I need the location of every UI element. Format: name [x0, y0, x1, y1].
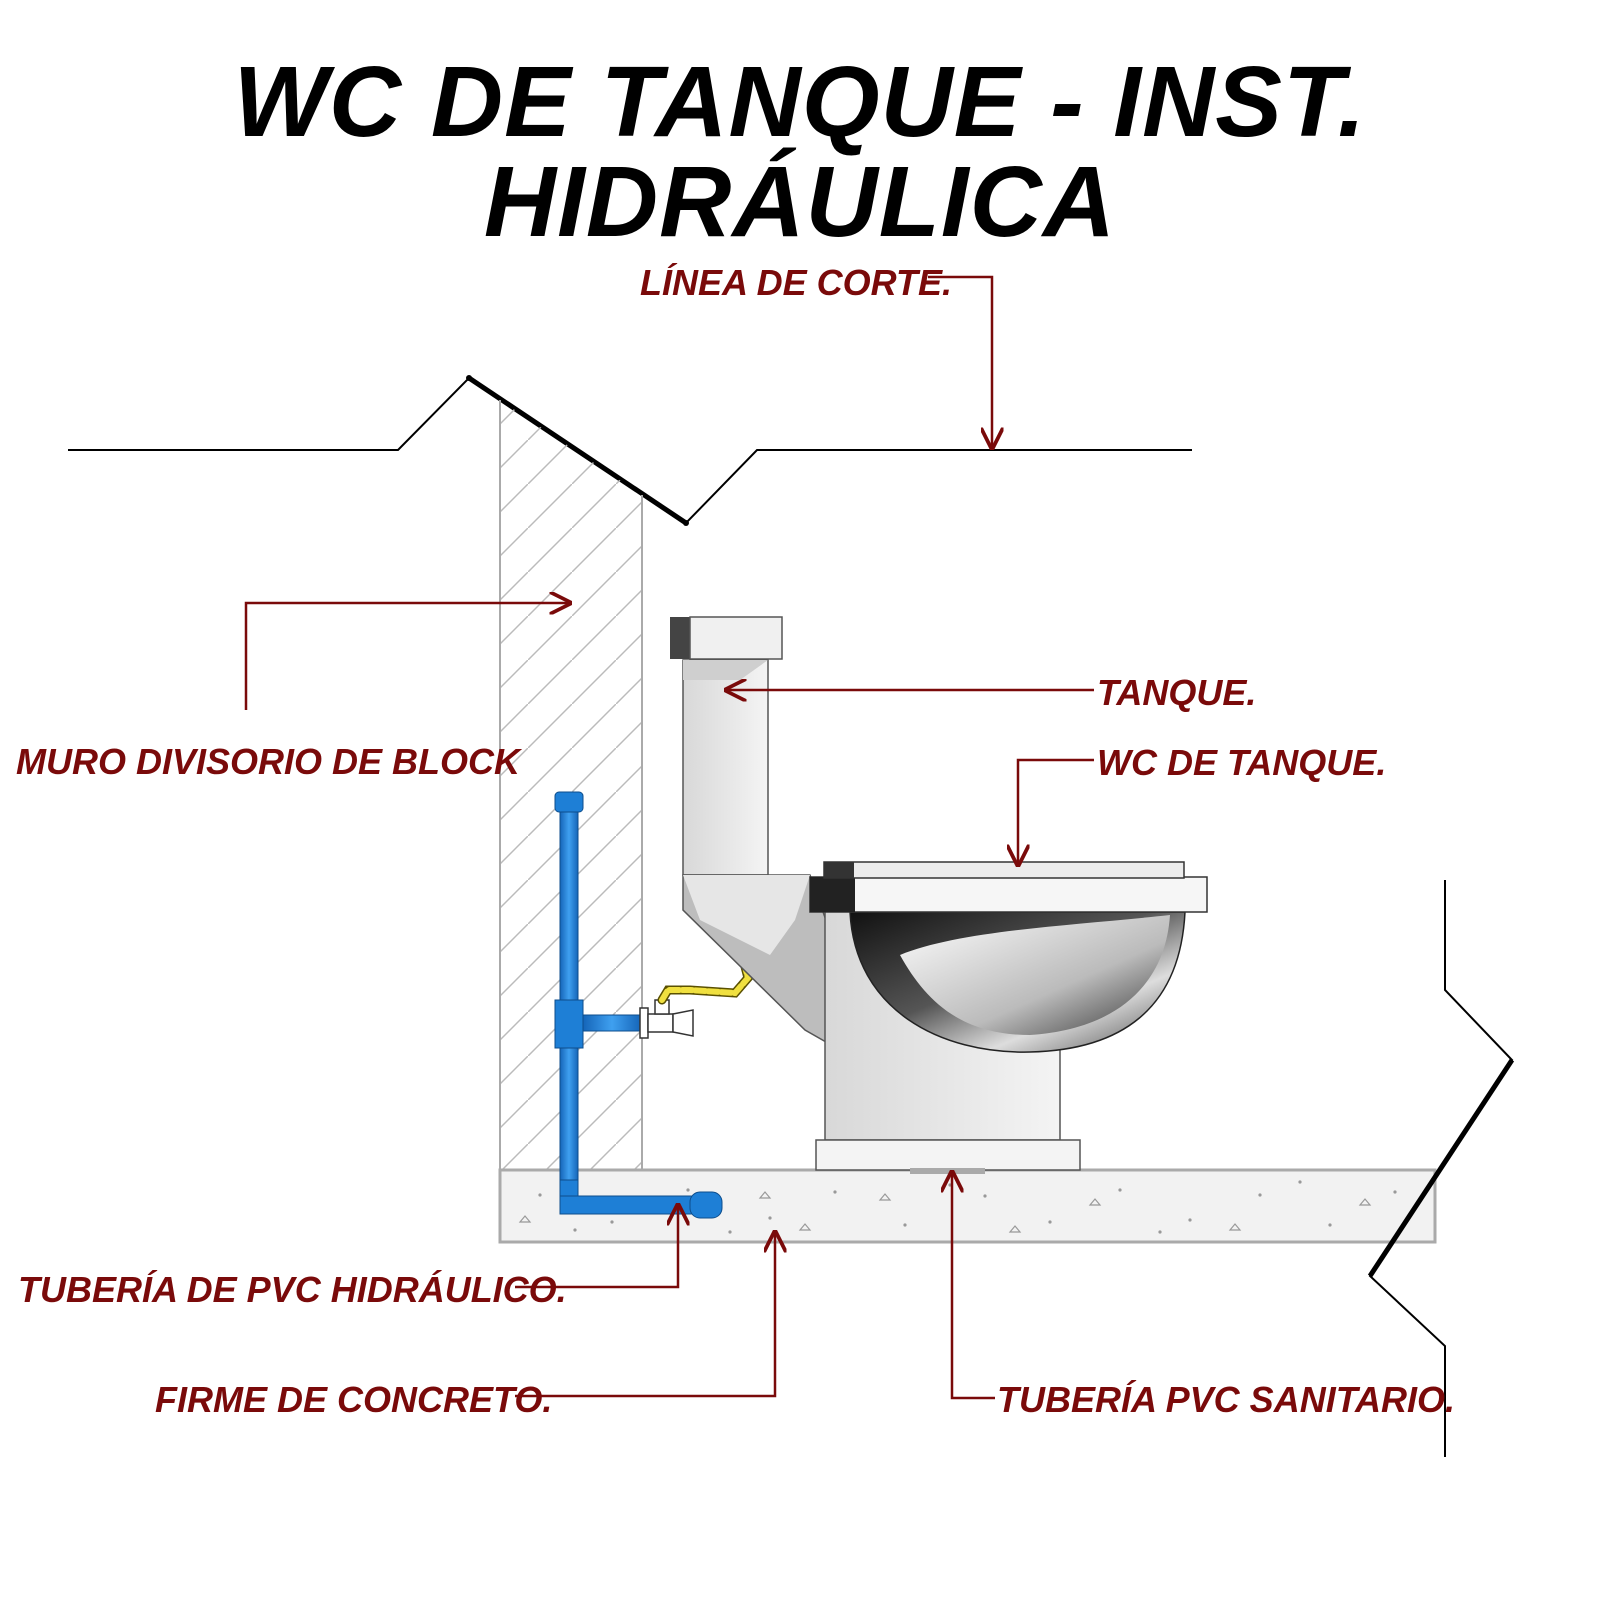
- leader-wc: [1018, 758, 1094, 865]
- label-tanque: TANQUE.: [1097, 672, 1256, 713]
- leader-linea-corte: [928, 275, 992, 448]
- angle-valve: [639, 999, 694, 1039]
- leader-muro: [244, 603, 570, 710]
- top-break-line: [68, 375, 1192, 526]
- label-wc: WC DE TANQUE.: [1097, 742, 1386, 783]
- leader-lines: [244, 275, 1094, 1400]
- label-tuberia-hidraulico: TUBERÍA DE PVC HIDRÁULICO.: [18, 1269, 567, 1310]
- pvc-hydraulic-pipe: [554, 791, 723, 1219]
- leader-tuberia-hidraulico: [515, 1205, 678, 1289]
- toilet-tank: [670, 616, 783, 876]
- label-linea-corte: LÍNEA DE CORTE.: [640, 262, 952, 303]
- label-firme: FIRME DE CONCRETO.: [155, 1379, 552, 1420]
- leader-tuberia-sanitario: [952, 1172, 995, 1400]
- right-break-line: [1367, 880, 1515, 1457]
- block-wall: [499, 400, 643, 1170]
- page-title: WC DE TANQUE - INST. HIDRÁULICA: [233, 46, 1367, 258]
- leader-firme: [515, 1232, 775, 1398]
- label-tuberia-sanitario: TUBERÍA PVC SANITARIO.: [997, 1379, 1455, 1420]
- label-muro: MURO DIVISORIO DE BLOCK: [16, 741, 523, 782]
- toilet-bowl: [809, 861, 1208, 1053]
